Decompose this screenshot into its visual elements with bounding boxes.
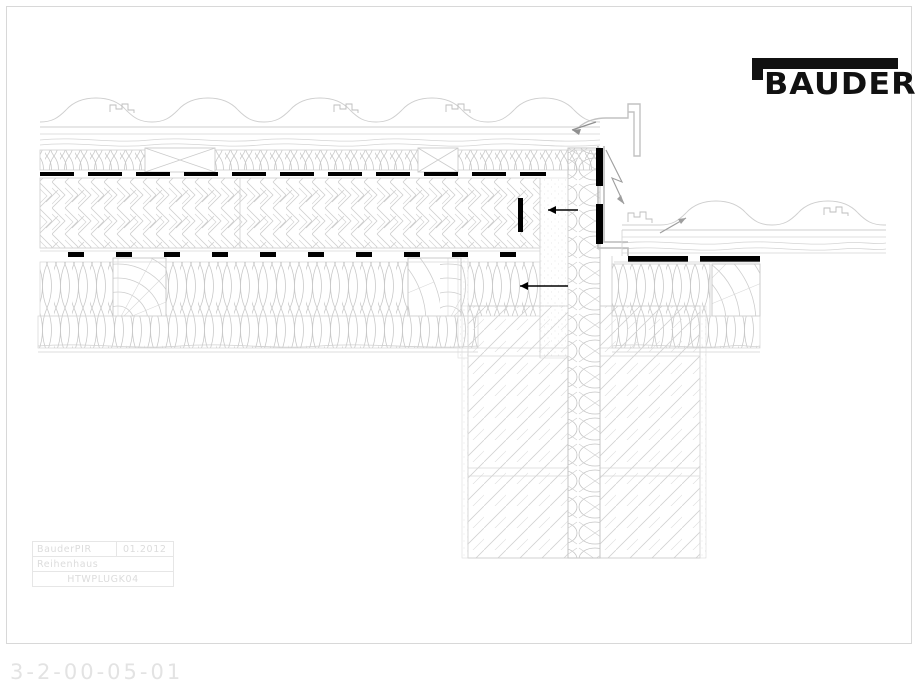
vapour-barrier-right <box>628 256 760 262</box>
plaster-right <box>699 305 707 559</box>
rafter-far-right <box>711 263 761 317</box>
title-block-row-building: Reihenhaus <box>32 556 174 572</box>
drawing-number: 3-2-00-05-01 <box>10 660 184 684</box>
page-border <box>6 6 912 644</box>
building-type: Reihenhaus <box>37 559 99 570</box>
detail-code: HTWPLUGK04 <box>67 574 139 585</box>
flashing-seal-lower <box>596 204 603 244</box>
ceiling-wool-left <box>37 315 479 349</box>
separation-layer-left <box>68 252 516 257</box>
ridge-flashing-profile <box>577 103 641 157</box>
pir-edge-strip <box>518 198 523 232</box>
logo-wordmark: BAUDER <box>764 67 917 102</box>
logo-bracket-leg-icon <box>752 58 763 80</box>
wall-flashing-profile <box>597 146 629 256</box>
logo-bracket-icon <box>752 58 898 69</box>
underlay-membrane-right <box>621 236 887 254</box>
rafter-right <box>407 257 462 317</box>
product-name: BauderPIR <box>33 542 117 556</box>
drawing-date: 01.2012 <box>123 544 167 555</box>
tile-interlock-notch <box>109 103 471 113</box>
pir-insulation-left <box>39 177 541 249</box>
party-wall-masonry-right <box>599 305 701 559</box>
bauder-logo: BAUDER <box>752 58 916 102</box>
tile-interlock-notch-right <box>627 206 849 223</box>
wall-head-plaster <box>457 257 469 359</box>
ceiling-membrane-left <box>37 344 479 353</box>
upper-wall-plaster <box>539 177 569 359</box>
wool-bay-1 <box>40 262 113 316</box>
title-block-row-product: BauderPIR 01.2012 <box>32 541 174 557</box>
roof-tiles-right <box>622 200 886 231</box>
underlay-membrane-left <box>39 133 601 147</box>
pir-underside-line <box>40 247 540 252</box>
vapour-barrier-top-left <box>40 172 546 176</box>
rafter-left <box>112 257 167 317</box>
leader-line-flashing <box>605 149 625 205</box>
leader-arrow-right <box>678 218 686 224</box>
wool-bay-2 <box>166 262 408 316</box>
title-block-row-code: HTWPLUGK04 <box>32 571 174 587</box>
batten-cavity-left <box>39 149 601 171</box>
roof-tiles-left <box>39 97 601 128</box>
party-wall-joint-insulation <box>567 147 601 559</box>
flashing-seal-upper <box>596 148 603 186</box>
leader-line-ridge <box>571 121 597 131</box>
title-block: BauderPIR 01.2012 Reihenhaus HTWPLUGK04 <box>32 541 174 589</box>
